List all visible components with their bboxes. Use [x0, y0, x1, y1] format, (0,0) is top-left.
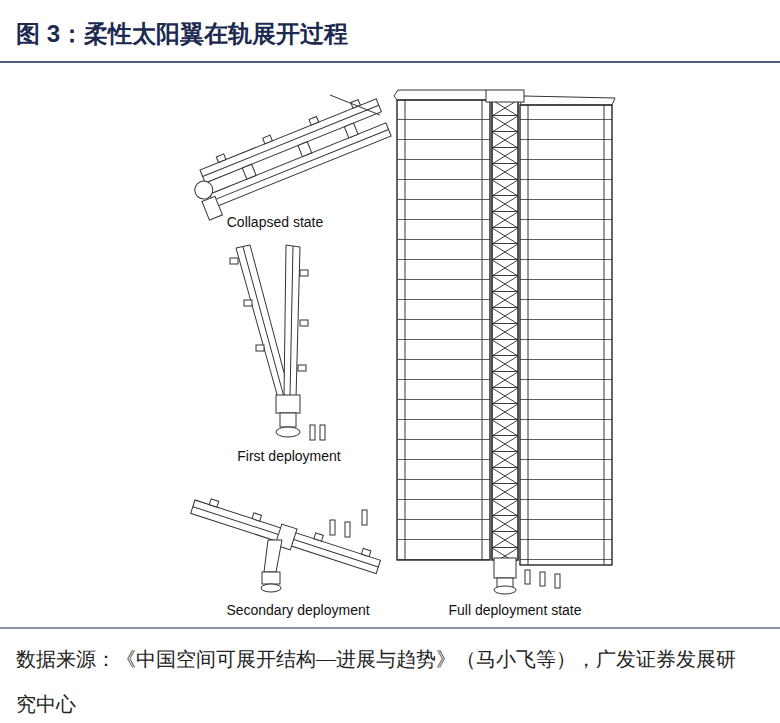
secondary-deployment-figure	[189, 494, 382, 592]
source-caption: 数据来源：《中国空间可展开结构—进展与趋势》（马小飞等），广发证券发展研究中心	[16, 637, 736, 723]
title-rule	[0, 61, 780, 63]
figure-label: Secondary deployment	[224, 602, 371, 618]
figure-label: Collapsed state	[225, 214, 326, 230]
figure-label: Full deployment state	[446, 602, 583, 618]
full-deployment-figure	[394, 90, 615, 594]
collapsed-figure	[186, 93, 395, 221]
figure-label: First deployment	[235, 448, 342, 464]
first-deployment-figure	[230, 245, 325, 440]
caption-rule	[0, 627, 780, 628]
figure-title: 图 3：柔性太阳翼在轨展开过程	[16, 18, 348, 50]
